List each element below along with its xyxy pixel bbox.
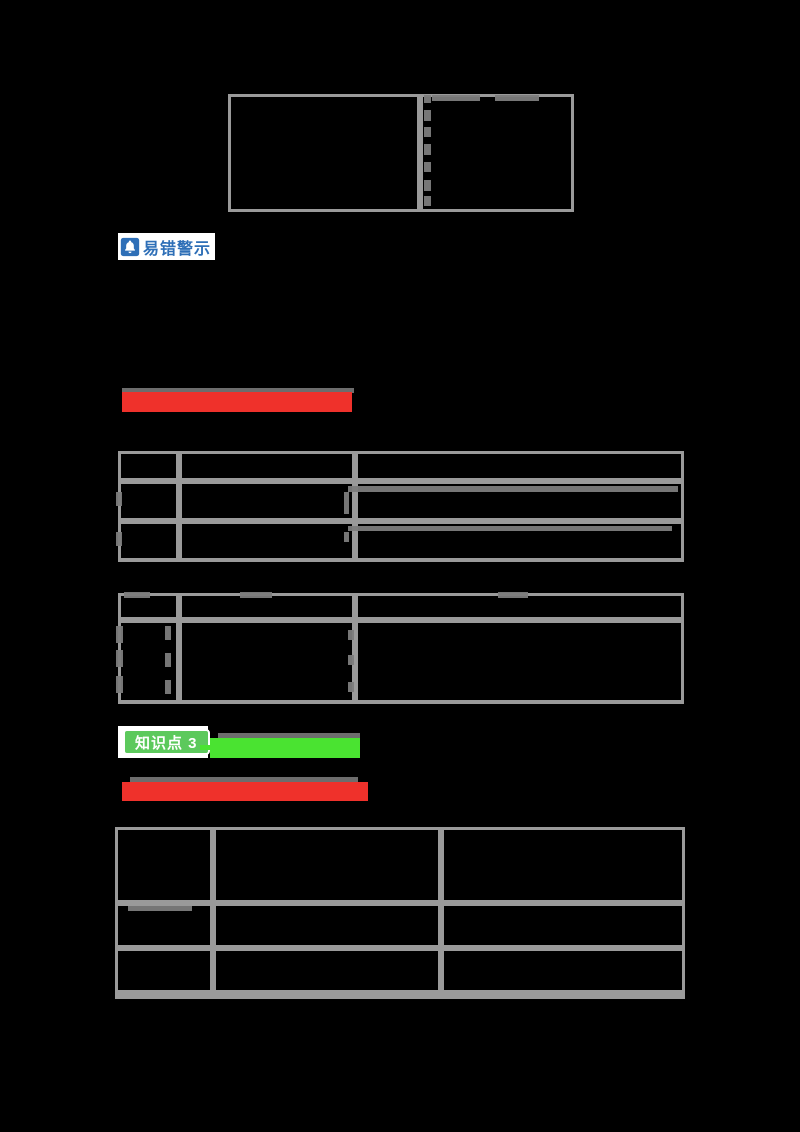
ink-speckle (124, 592, 150, 598)
table-cell (444, 951, 682, 990)
table-cell (216, 830, 438, 900)
table-cell (216, 906, 438, 945)
table-cell (121, 596, 176, 617)
ink-speckle (116, 676, 123, 693)
table-cell (358, 596, 681, 617)
ink-speckle (348, 526, 672, 531)
ink-speckle (424, 110, 431, 121)
heading-shadow (122, 388, 354, 393)
table-row (115, 903, 685, 948)
table-row (118, 620, 684, 703)
table-cell (231, 97, 417, 209)
green-heading (210, 738, 360, 758)
table-cell (358, 623, 681, 700)
table-cell (121, 524, 176, 558)
table-cell (182, 623, 352, 700)
ink-speckle (344, 532, 349, 542)
ink-speckle (498, 592, 528, 598)
ink-speckle (165, 653, 171, 667)
ink-speckle (424, 180, 431, 191)
table-row (118, 593, 684, 620)
table-cell (182, 484, 352, 518)
table-cell (216, 951, 438, 990)
table-cell (423, 97, 571, 209)
table-cell (444, 906, 682, 945)
ink-speckle (424, 127, 431, 137)
table-row (118, 451, 684, 481)
heading-shadow (218, 733, 360, 738)
table-cell (358, 454, 681, 478)
table-bottom (115, 827, 685, 999)
ink-speckle (165, 626, 171, 640)
table-cell (121, 454, 176, 478)
ink-speckle (495, 95, 539, 101)
ink-speckle (424, 162, 431, 172)
table-cell (444, 830, 682, 900)
warning-badge: 易错警示 (118, 233, 216, 260)
table-row (228, 94, 574, 212)
ink-speckle (116, 492, 122, 506)
ink-speckle (116, 626, 123, 643)
ink-speckle (424, 144, 431, 155)
ink-speckle (348, 486, 678, 492)
ink-speckle (165, 680, 171, 694)
ink-speckle (128, 906, 192, 911)
green-heading-dash (200, 745, 214, 750)
ink-speckle (116, 532, 122, 546)
red-heading-1 (122, 392, 352, 412)
table-cell (118, 951, 210, 990)
table-cell (118, 906, 210, 945)
heading-shadow (130, 777, 358, 782)
table-cell (182, 596, 352, 617)
ink-speckle (344, 492, 349, 514)
warning-badge-label: 易错警示 (143, 240, 212, 258)
ink-speckle (348, 682, 354, 692)
ink-speckle (240, 592, 272, 598)
ink-speckle (424, 196, 431, 206)
knowledge-point-badge: 知识点 3 (123, 729, 210, 755)
knowledge-point-label: 知识点 3 (135, 734, 198, 752)
bell-icon (120, 237, 140, 256)
table-3 (118, 593, 684, 704)
ink-speckle (348, 630, 354, 640)
table-cell (121, 484, 176, 518)
ink-speckle (116, 650, 123, 667)
red-heading-2 (122, 782, 368, 801)
ink-speckle (348, 655, 354, 665)
table-cell (182, 454, 352, 478)
table-row (115, 948, 685, 993)
table-2 (118, 451, 684, 562)
table-row (115, 827, 685, 903)
table-cell (182, 524, 352, 558)
table-row (118, 521, 684, 561)
table-top (228, 94, 574, 212)
table-cell (118, 830, 210, 900)
ink-speckle (432, 95, 480, 101)
ink-speckle (424, 95, 431, 103)
